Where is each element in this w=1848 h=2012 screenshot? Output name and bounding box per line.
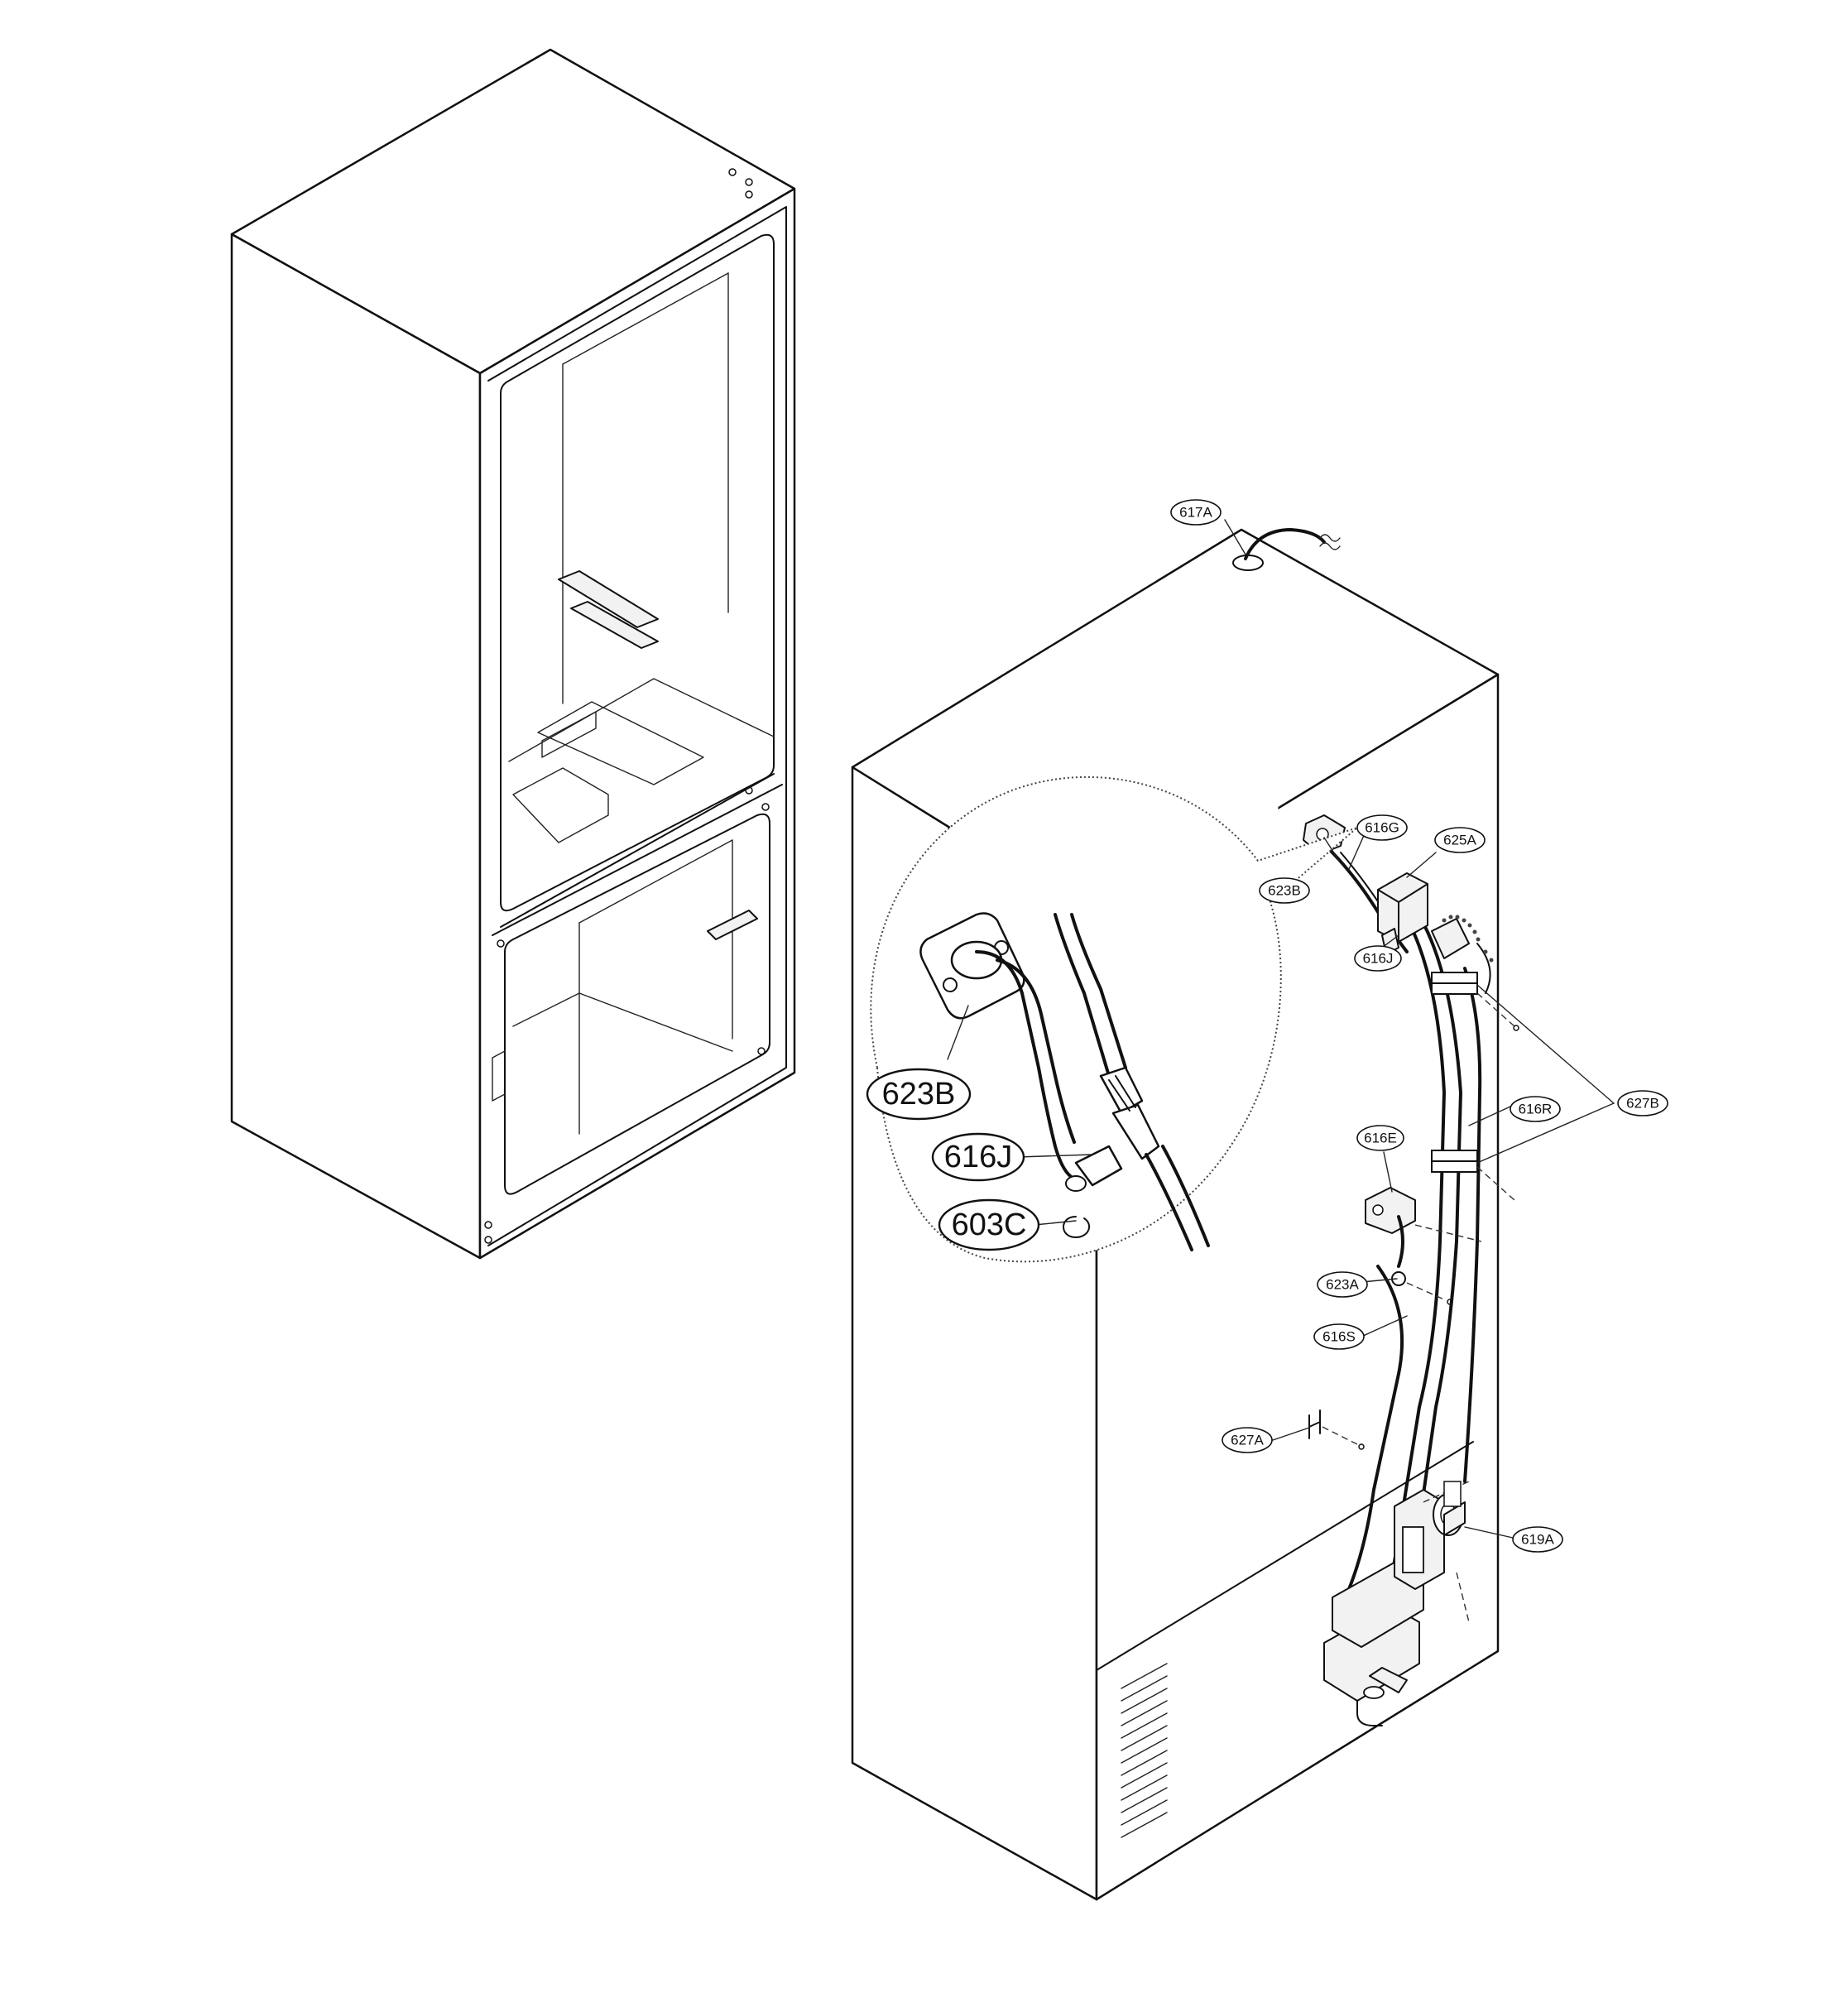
lower-clip	[1308, 1409, 1365, 1450]
detail-callout-603C: 603C	[938, 1198, 1040, 1251]
callout-627B: 627B	[1617, 1090, 1668, 1116]
svg-text:616G: 616G	[1365, 820, 1399, 836]
svg-text:616R: 616R	[1519, 1102, 1553, 1117]
dashed-circle-marks	[1442, 915, 1494, 963]
svg-text:616S: 616S	[1322, 1329, 1356, 1345]
callout-627A: 627A	[1222, 1427, 1273, 1453]
callout-619A: 619A	[1512, 1526, 1563, 1553]
svg-text:616J: 616J	[1363, 951, 1394, 967]
svg-text:623B: 623B	[1268, 883, 1301, 899]
svg-text:617A: 617A	[1179, 505, 1212, 521]
leader-lines	[947, 519, 1615, 1539]
callout-616E: 616E	[1356, 1125, 1404, 1151]
water-valve	[1323, 1481, 1470, 1726]
callout-616G: 616G	[1356, 814, 1408, 841]
callout-623B: 623B	[1259, 877, 1310, 904]
svg-text:623A: 623A	[1326, 1277, 1359, 1293]
power-cord-grommet	[1232, 528, 1341, 571]
svg-text:623B: 623B	[882, 1077, 956, 1112]
callout-616J: 616J	[1354, 945, 1402, 972]
tube-clamps	[1431, 972, 1519, 1201]
detail-callout-623B: 623B	[866, 1068, 972, 1121]
svg-text:616E: 616E	[1364, 1131, 1397, 1146]
callout-616S: 616S	[1313, 1323, 1365, 1350]
callout-616R: 616R	[1510, 1096, 1561, 1122]
svg-text:616J: 616J	[944, 1140, 1012, 1174]
svg-text:625A: 625A	[1443, 833, 1476, 848]
vent-grille	[1121, 1663, 1168, 1838]
callout-617A: 617A	[1170, 499, 1222, 526]
middle-fitting	[1365, 1187, 1482, 1305]
detail-callout-616J: 616J	[931, 1132, 1025, 1182]
callout-625A: 625A	[1434, 827, 1486, 853]
callout-623A: 623A	[1317, 1271, 1368, 1298]
front-cabinet	[230, 48, 796, 1260]
svg-text:627A: 627A	[1231, 1433, 1264, 1448]
svg-text:627B: 627B	[1626, 1096, 1659, 1112]
svg-text:619A: 619A	[1521, 1532, 1554, 1548]
svg-text:603C: 603C	[952, 1208, 1027, 1242]
